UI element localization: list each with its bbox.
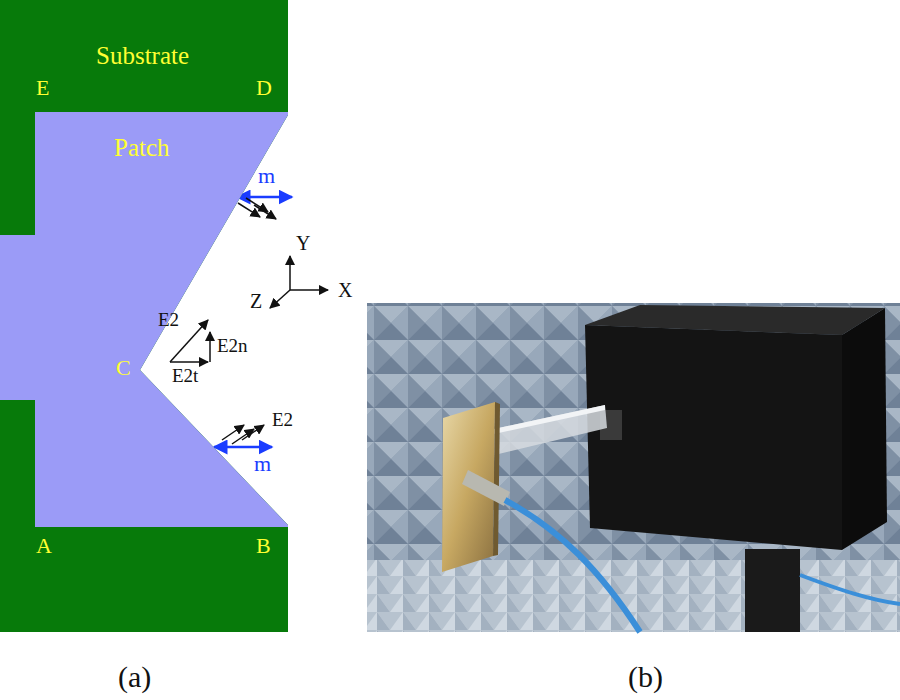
substrate-region-outline bbox=[0, 0, 288, 632]
field-label: E2 bbox=[272, 410, 293, 431]
axis-label: Y bbox=[296, 232, 310, 254]
axis-label: X bbox=[338, 279, 352, 301]
field-label: E2n bbox=[217, 336, 248, 357]
field-label: E2t bbox=[172, 366, 198, 387]
field-label: E2 bbox=[158, 310, 179, 331]
patch-region-outline bbox=[0, 112, 288, 527]
corner-letter: D bbox=[256, 76, 272, 100]
axis-label: Z bbox=[250, 290, 262, 312]
corner-letter: B bbox=[256, 534, 271, 558]
region-label: Patch bbox=[114, 134, 170, 162]
panel-label: (a) bbox=[118, 660, 151, 693]
patch-region-shape bbox=[0, 112, 288, 527]
measurement-photo bbox=[367, 303, 900, 632]
normal-vector-label: m bbox=[258, 164, 275, 188]
corner-letter: A bbox=[36, 534, 52, 558]
normal-vector-label: m bbox=[254, 452, 271, 476]
region-label: Substrate bbox=[96, 42, 189, 70]
patch-region: Patch bbox=[0, 112, 288, 527]
corner-letter: C bbox=[116, 356, 131, 380]
corner-letter: E bbox=[36, 76, 49, 100]
panel-label: (b) bbox=[628, 660, 663, 693]
